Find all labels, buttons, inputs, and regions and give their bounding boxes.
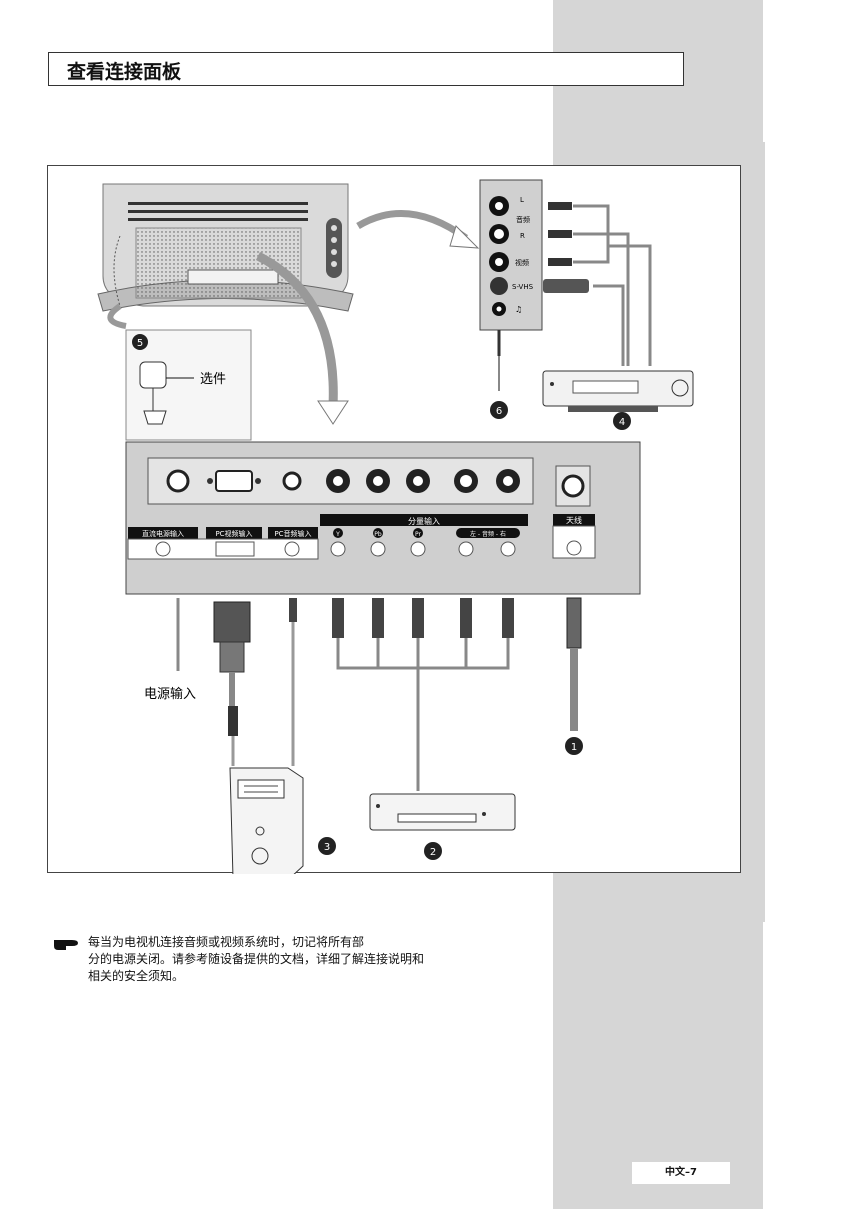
note-line-2: 分的电源关闭。请参考随设备提供的文档，详细了解连接说明和 xyxy=(88,952,425,966)
pc-audio-in-label: PC音频输入 xyxy=(274,529,311,538)
pc-audio-cable xyxy=(289,598,297,766)
connection-diagram-svg: 选件 5 L 音频 R 视频 S-VHS ♫ 6 xyxy=(97,179,694,874)
section-title-box: 查看连接面板 xyxy=(48,52,684,86)
vcr-device: 4 xyxy=(542,370,694,430)
optional-part-inset: 选件 5 xyxy=(125,329,252,441)
lr-audio-label: 左 - 音频 - 右 xyxy=(470,530,506,538)
power-in-label: 电源输入 xyxy=(144,686,196,702)
arrow-to-optional xyxy=(107,303,127,329)
callout-4: 4 xyxy=(619,417,625,428)
callout-5: 5 xyxy=(137,338,143,349)
side-l-mark: L xyxy=(520,196,524,204)
dvd-player: 2 xyxy=(369,793,516,860)
arrow-head xyxy=(317,400,349,425)
gray-margin-band-lower xyxy=(553,922,763,1209)
arrow-to-bottom-panel xyxy=(255,251,338,407)
pc-tower: 3 xyxy=(229,767,336,874)
antenna-cable: 1 xyxy=(565,597,583,755)
y-label: Y xyxy=(335,531,340,538)
tv-rear-view xyxy=(97,183,354,312)
vga-cable xyxy=(213,601,251,766)
note-line-3: 相关的安全须知。 xyxy=(88,969,185,983)
callout-1: 1 xyxy=(571,742,577,753)
optional-label: 选件 xyxy=(200,372,226,387)
arrow-head xyxy=(449,225,480,249)
side-audio-label: 音频 xyxy=(516,215,530,224)
side-video-label: 视频 xyxy=(515,258,529,267)
component-cables xyxy=(332,598,514,791)
page-number: 中文–7 xyxy=(632,1162,730,1184)
callout-3: 3 xyxy=(324,842,330,853)
pc-video-in-label: PC视频输入 xyxy=(215,529,252,538)
side-av-panel: L 音频 R 视频 S-VHS ♫ 6 xyxy=(479,179,543,419)
connection-diagram: 选件 5 L 音频 R 视频 S-VHS ♫ 6 xyxy=(47,165,741,874)
headphone-icon: ♫ xyxy=(515,305,522,314)
pr-label: Pr xyxy=(415,531,422,538)
callout-2: 2 xyxy=(430,847,436,858)
arrow-to-side-panel xyxy=(356,210,469,241)
bottom-connection-panel: 分量输入 直流电源输入 PC视频输入 PC音频输入 Y Pb Pr 左 - 音频… xyxy=(125,441,641,595)
component-in-label: 分量输入 xyxy=(408,516,440,526)
page-title: 查看连接面板 xyxy=(67,61,182,83)
antenna-label: 天线 xyxy=(566,515,582,525)
callout-6: 6 xyxy=(496,406,502,417)
dc-power-in-label: 直流电源输入 xyxy=(142,529,184,538)
side-r-mark: R xyxy=(520,232,525,240)
side-svhs-label: S-VHS xyxy=(512,283,534,291)
note-line-1: 每当为电视机连接音频或视频系统时，切记将所有部 xyxy=(88,935,365,949)
pb-label: Pb xyxy=(374,531,382,538)
side-cables xyxy=(573,204,652,366)
pointing-hand-icon xyxy=(54,940,78,950)
